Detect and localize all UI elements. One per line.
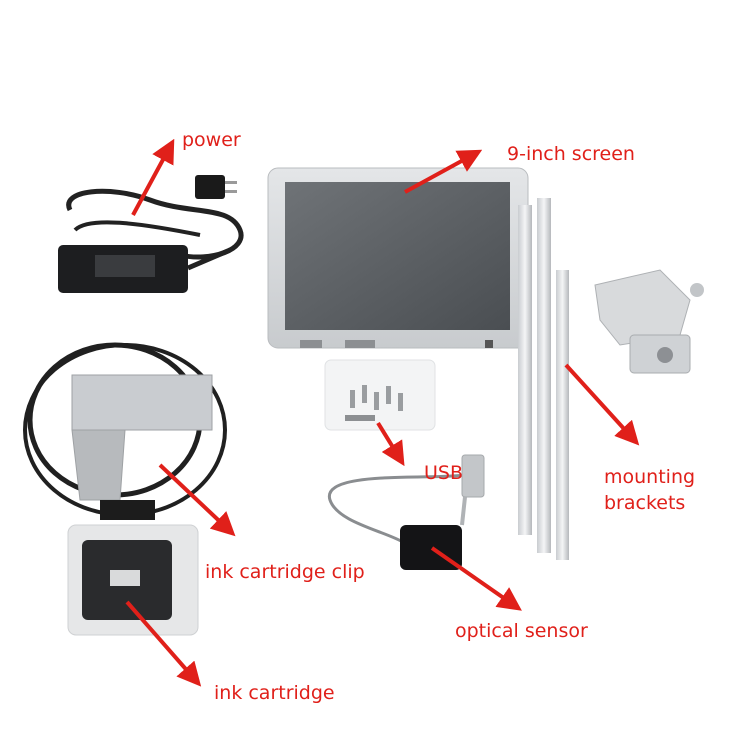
- cartridge-arrow: [125, 600, 202, 687]
- screen-device: [267, 167, 529, 349]
- cartridge-label: ink cartridge: [214, 682, 335, 704]
- clip-arrow: [158, 463, 236, 537]
- mounting-rods: [518, 198, 569, 560]
- sensor-arrow: [430, 546, 522, 611]
- ink-cartridge-item: [67, 524, 199, 636]
- usb-arrow: [376, 421, 405, 467]
- screen-label: 9-inch screen: [507, 143, 635, 165]
- screen-arrow: [404, 149, 483, 194]
- usb-label: USB: [424, 462, 464, 484]
- power-label: power: [182, 129, 241, 151]
- screen-display: [285, 182, 510, 330]
- annotation-arrows: [125, 138, 640, 687]
- plug-head: [195, 175, 225, 199]
- power-adapter: [58, 175, 244, 293]
- mounting-label-line2: brackets: [604, 492, 686, 514]
- mounting-label-line1: mounting: [604, 466, 696, 488]
- adapter-sticker: [95, 255, 155, 277]
- clip-label: ink cartridge clip: [205, 561, 365, 583]
- mounting-bracket-parts: [594, 269, 704, 374]
- sensor-label: optical sensor: [455, 620, 588, 642]
- clip-body: [71, 374, 213, 431]
- cartridge-clip-assembly: [23, 342, 227, 520]
- power-arrow: [131, 138, 175, 216]
- screw-bag: [324, 359, 436, 431]
- brackets-arrow: [564, 363, 640, 446]
